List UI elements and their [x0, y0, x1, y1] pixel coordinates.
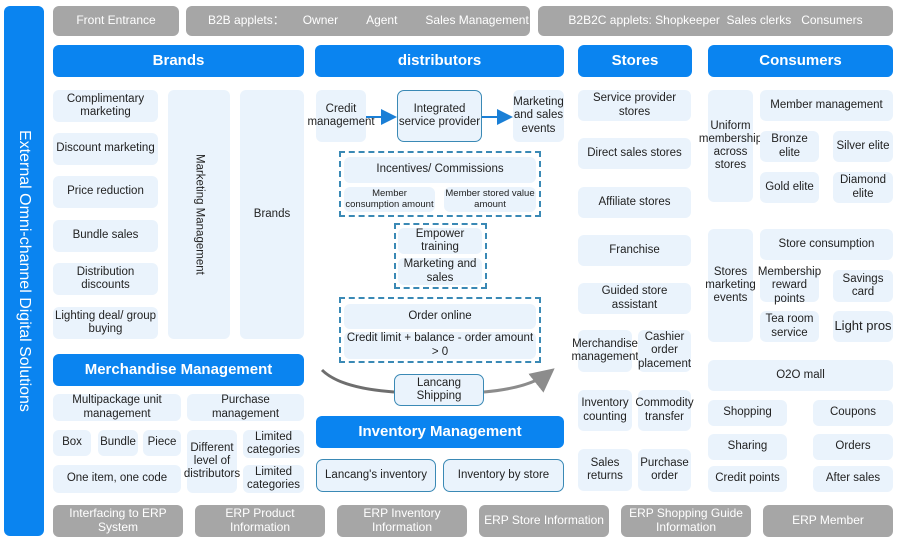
o2o-sharing[interactable]: Sharing [708, 434, 787, 460]
uniform-membership[interactable]: Uniform membership across stores [699, 90, 762, 202]
order-group [339, 297, 541, 363]
store-consumption[interactable]: Store consumption [760, 229, 893, 260]
integrated-service-provider[interactable]: Integrated service provider [397, 90, 482, 142]
o2o-shopping[interactable]: Shopping [708, 400, 787, 426]
erp-member[interactable]: ERP Member [763, 505, 893, 537]
b2b2c-applets[interactable]: B2B2C applets: Shopkeeper Sales clerks C… [538, 6, 893, 36]
erp-interfacing[interactable]: Interfacing to ERP System [53, 505, 183, 537]
tier-gold[interactable]: Gold elite [760, 172, 819, 203]
commodity-transfer[interactable]: Commodity transfer [635, 390, 694, 431]
store-type[interactable]: Service provider stores [578, 90, 691, 121]
sales-returns[interactable]: Sales returns [578, 449, 632, 491]
b2b-applets[interactable]: B2B applets： Owner Agent Sales Managemen… [186, 6, 530, 36]
erp-inventory-information[interactable]: ERP Inventory Information [337, 505, 467, 537]
member-stored-value-amount[interactable]: Member stored value amount [444, 187, 536, 212]
erp-product-information[interactable]: ERP Product Information [195, 505, 325, 537]
lancang-inventory[interactable]: Lancang's inventory [316, 459, 436, 492]
b2b-role-agent[interactable]: Agent [366, 13, 398, 28]
unit-bundle[interactable]: Bundle [98, 430, 138, 456]
multipackage-unit[interactable]: Multipackage unit management [53, 394, 181, 421]
credit-management[interactable]: Credit management [307, 90, 375, 142]
o2o-after-sales[interactable]: After sales [813, 466, 893, 492]
inventory-counting[interactable]: Inventory counting [578, 390, 632, 431]
savings-card[interactable]: Savings card [833, 270, 893, 302]
sidebar-title: External Omni-channel Digital Solutions [16, 130, 34, 412]
o2o-credit-points[interactable]: Credit points [708, 466, 787, 492]
incentives-group [339, 151, 541, 217]
training-group [394, 223, 487, 289]
marketing-sales-events[interactable]: Marketing and sales events [513, 90, 564, 142]
store-merchandise-management[interactable]: Merchandise management [571, 330, 639, 372]
brands-item[interactable]: Bundle sales [53, 220, 158, 252]
lancang-shipping[interactable]: Lancang Shipping [394, 374, 484, 406]
inventory-by-store[interactable]: Inventory by store [443, 459, 564, 492]
brands-item[interactable]: Lighting deal/ group buying [53, 307, 158, 339]
shipping-curve-right [483, 368, 555, 394]
stores-header: Stores [578, 45, 692, 77]
limited-categories[interactable]: Limited categories [243, 465, 304, 493]
marketing-and-sales[interactable]: Marketing and sales [398, 258, 482, 285]
light-pros[interactable]: Light pros [833, 311, 893, 342]
erp-store-information[interactable]: ERP Store Information [479, 505, 609, 537]
member-consumption-amount[interactable]: Member consumption amount [344, 187, 435, 212]
unit-piece[interactable]: Piece [143, 430, 181, 456]
tea-room-service[interactable]: Tea room service [760, 311, 819, 342]
empower-training[interactable]: Empower training [398, 228, 482, 254]
membership-reward-points[interactable]: Membership reward points [757, 266, 822, 305]
shipping-curve-left [320, 368, 395, 394]
purchase-order[interactable]: Purchase order [638, 449, 691, 491]
incentives-commissions[interactable]: Incentives/ Commissions [344, 157, 536, 183]
order-online[interactable]: Order online [344, 304, 536, 329]
o2o-orders[interactable]: Orders [813, 434, 893, 460]
store-type[interactable]: Guided store assistant [578, 283, 691, 314]
consumers-header: Consumers [708, 45, 893, 77]
sidebar: External Omni-channel Digital Solutions [4, 6, 44, 536]
brands-item[interactable]: Discount marketing [53, 133, 158, 165]
brands-column[interactable]: Brands [240, 90, 304, 339]
stores-marketing-events[interactable]: Stores marketing events [705, 229, 756, 342]
unit-box[interactable]: Box [53, 430, 91, 456]
o2o-mall[interactable]: O2O mall [708, 360, 893, 391]
b2b-role-owner[interactable]: Owner [302, 13, 339, 28]
b2b-label: B2B applets： [208, 13, 285, 28]
erp-shopping-guide-information[interactable]: ERP Shopping Guide Information [621, 505, 751, 537]
one-item-one-code[interactable]: One item, one code [53, 465, 181, 493]
marketing-management-label: Marketing Management [193, 154, 206, 275]
member-management[interactable]: Member management [760, 90, 893, 121]
tier-diamond[interactable]: Diamond elite [833, 172, 893, 203]
store-type[interactable]: Direct sales stores [578, 138, 691, 169]
limited-categories[interactable]: Limited categories [243, 430, 304, 458]
credit-formula: Credit limit + balance - order amount > … [344, 332, 536, 359]
store-type[interactable]: Franchise [578, 235, 691, 266]
cashier-order-placement[interactable]: Cashier order placement [638, 330, 691, 372]
different-level-distributors[interactable]: Different level of distributors [184, 430, 240, 493]
inventory-header: Inventory Management [316, 416, 564, 448]
brands-item[interactable]: Price reduction [53, 176, 158, 208]
o2o-coupons[interactable]: Coupons [813, 400, 893, 426]
distributors-header: distributors [315, 45, 564, 77]
tier-bronze[interactable]: Bronze elite [760, 131, 819, 162]
marketing-management[interactable]: Marketing Management [168, 90, 230, 339]
brands-header: Brands [53, 45, 304, 77]
brands-item[interactable]: Complimentary marketing [53, 90, 158, 122]
tier-silver[interactable]: Silver elite [833, 131, 893, 162]
b2b-role-sales-management[interactable]: Sales Management [425, 13, 529, 28]
merchandise-header: Merchandise Management [53, 354, 304, 386]
brands-item[interactable]: Distribution discounts [53, 263, 158, 295]
purchase-management[interactable]: Purchase management [187, 394, 304, 421]
store-type[interactable]: Affiliate stores [578, 187, 691, 218]
front-entrance[interactable]: Front Entrance [53, 6, 179, 36]
